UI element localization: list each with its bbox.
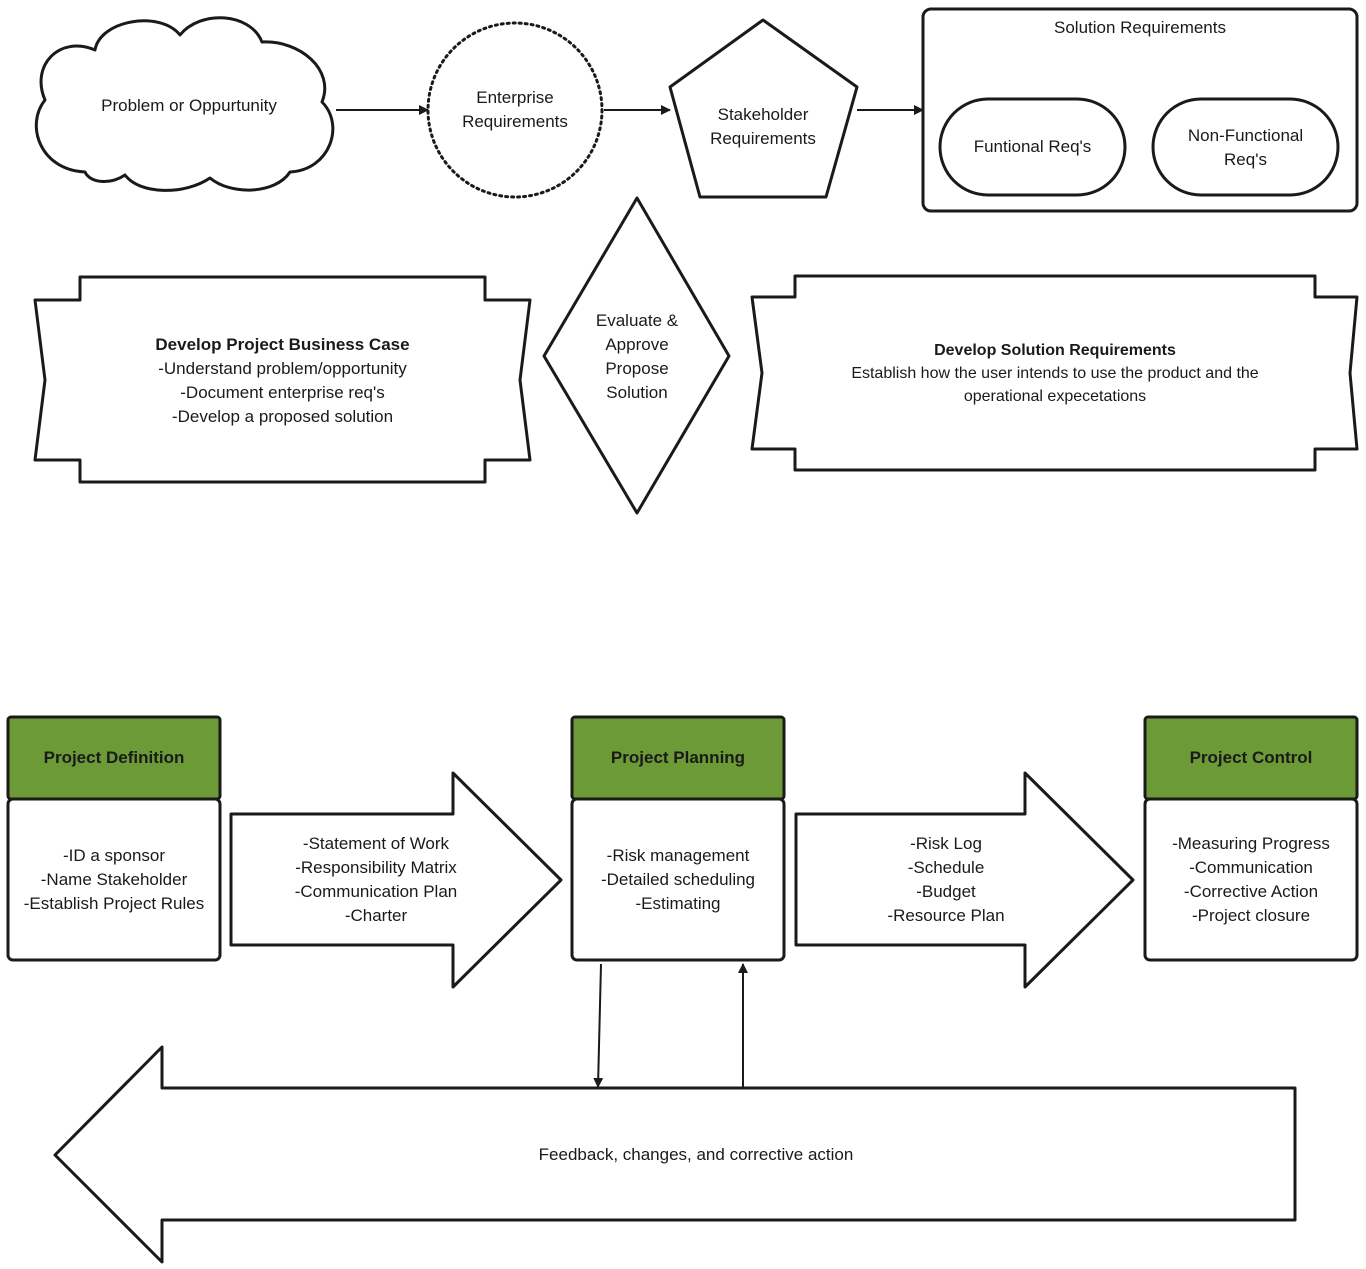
planning-header: Project Planning: [610, 748, 746, 767]
stakeholder-pentagon-shape: [668, 18, 859, 199]
planning-body-shape: [570, 797, 786, 962]
enterprise-label: Enterprise Requirements: [462, 88, 568, 131]
planning-body: -Risk management -Detailed scheduling -E…: [600, 846, 756, 913]
solution-req-block: Develop Solution Requirements Establish …: [795, 339, 1315, 408]
business-case-body: -Understand problem/opportunity -Documen…: [158, 359, 407, 426]
definition-header: Project Definition: [43, 748, 185, 767]
functional-label: Funtional Req's: [973, 137, 1092, 156]
control-header: Project Control: [1189, 748, 1313, 767]
feedback-arrow-shape: [53, 1045, 1297, 1264]
solution-req-body: Establish how the user intends to use th…: [851, 365, 1259, 405]
definition-body: -ID a sponsor -Name Stakeholder -Establi…: [23, 846, 205, 913]
non-functional-label: Non-Functional Req's: [1187, 126, 1304, 169]
solution-req-title: Develop Solution Requirements: [934, 342, 1176, 359]
control-body-shape: [1143, 797, 1359, 962]
solution-req-banner-shape: [750, 274, 1359, 472]
problem-label: Problem or Oppurtunity: [101, 96, 277, 115]
stakeholder-label: Stakeholder Requirements: [710, 105, 816, 148]
arrow1-shape: [229, 771, 563, 989]
arrow1-label: -Statement of Work -Responsibility Matri…: [294, 834, 458, 925]
definition-body-shape: [6, 797, 222, 962]
non-functional-pill-shape: [1151, 97, 1340, 197]
control-body: -Measuring Progress -Communication -Corr…: [1172, 834, 1330, 925]
connector-planning-feedback: [593, 963, 604, 1088]
business-case-banner-shape: [33, 275, 532, 484]
business-case-block: Develop Project Business Case -Understan…: [80, 333, 485, 429]
arrow2-shape: [794, 771, 1135, 989]
problem-cloud-shape: [34, 16, 335, 192]
decision-label: Evaluate & Approve Propose Solution: [595, 311, 679, 402]
feedback-label: Feedback, changes, and corrective action: [538, 1145, 854, 1164]
business-case-title: Develop Project Business Case: [155, 335, 410, 354]
arrow2-label: -Risk Log -Schedule -Budget -Resource Pl…: [887, 834, 1005, 925]
solution-group-title: Solution Requirements: [1054, 18, 1226, 37]
decision-diamond-shape: [542, 196, 731, 515]
functional-pill-shape: [938, 97, 1127, 197]
